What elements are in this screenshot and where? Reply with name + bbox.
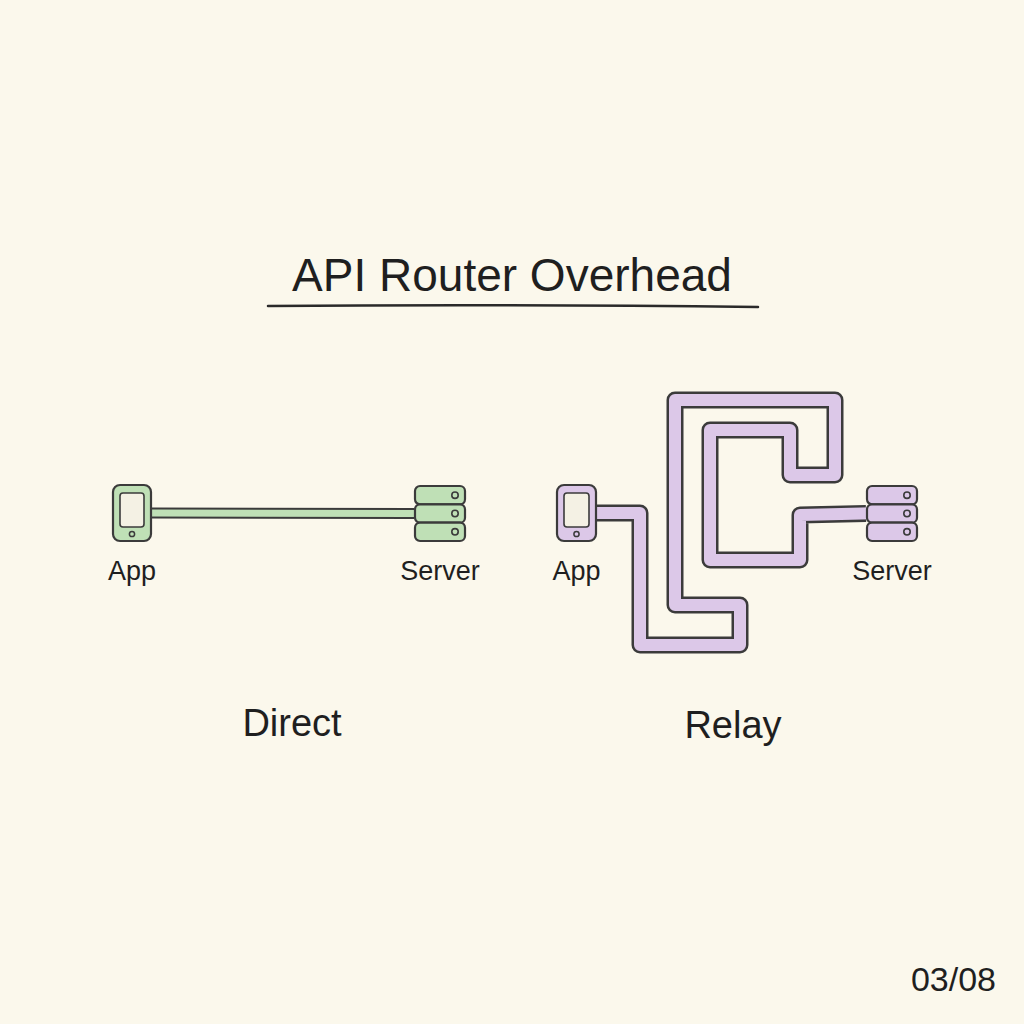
server-unit — [867, 523, 917, 541]
server-light — [452, 510, 458, 516]
app-node: App — [556, 484, 597, 542]
connector-fill — [152, 510, 414, 518]
page-number: 03/08 — [911, 960, 996, 999]
section-label: Direct — [242, 702, 341, 745]
server-icon — [414, 485, 466, 542]
server-light — [452, 492, 458, 498]
connector-outline — [597, 400, 866, 645]
connector-fill — [597, 400, 866, 645]
phone-body — [113, 485, 151, 541]
server-light — [904, 510, 910, 516]
server-light — [452, 529, 458, 535]
server-unit — [415, 523, 465, 541]
phone-button — [574, 531, 579, 536]
node-label: Server — [400, 556, 480, 587]
section-label: Relay — [684, 704, 781, 747]
phone-body — [557, 485, 596, 541]
server-light — [904, 492, 910, 498]
server-unit — [415, 504, 465, 522]
phone-screen — [564, 493, 589, 527]
server-node: Server — [414, 485, 466, 542]
relay-maze-connector — [597, 400, 866, 645]
phone-button — [129, 531, 134, 536]
phone-icon — [112, 484, 152, 542]
node-label: Server — [852, 556, 932, 587]
server-unit — [415, 486, 465, 504]
phone-icon — [556, 484, 597, 542]
server-unit — [867, 504, 917, 522]
diagram-title: API Router Overhead — [0, 248, 1024, 302]
server-unit — [867, 486, 917, 504]
node-label: App — [552, 556, 600, 587]
node-label: App — [108, 556, 156, 587]
server-node: Server — [866, 485, 918, 542]
phone-screen — [120, 493, 144, 527]
title-underline — [268, 305, 758, 307]
server-icon — [866, 485, 918, 542]
connector-outline — [152, 508, 414, 520]
server-light — [904, 529, 910, 535]
app-node: App — [112, 484, 152, 542]
direct-connector — [152, 513, 414, 515]
